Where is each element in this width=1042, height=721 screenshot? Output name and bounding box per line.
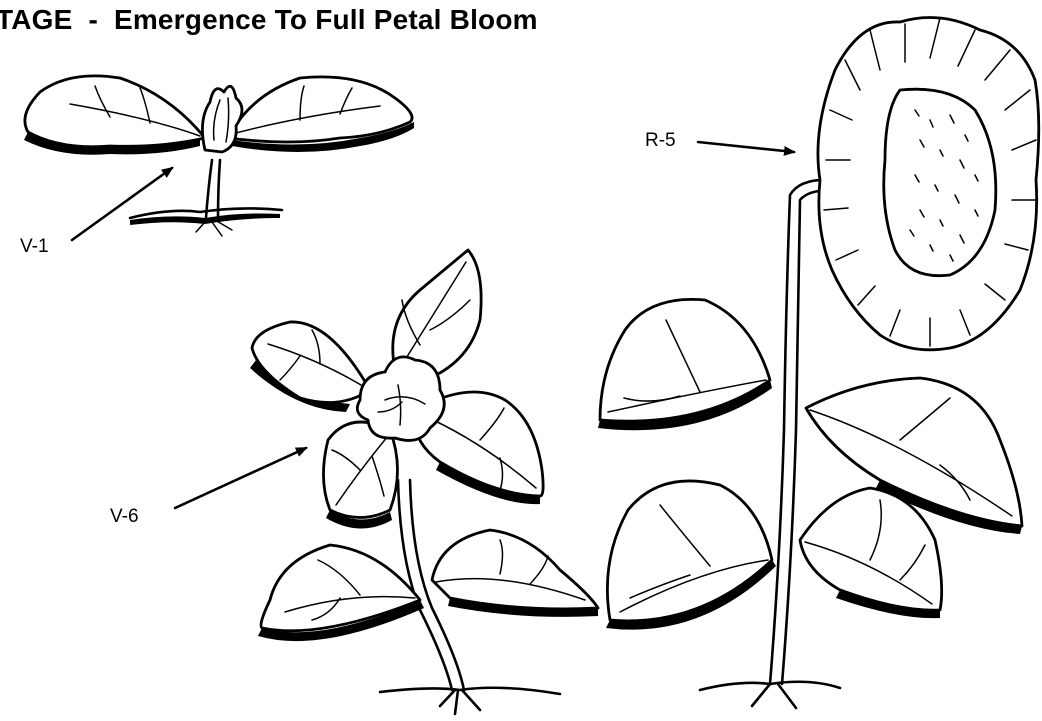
v1-left-cotyledon <box>25 76 205 147</box>
r5-roots <box>700 682 840 708</box>
label-r5: R-5 <box>645 130 676 152</box>
r5-flower-disc <box>884 89 996 276</box>
r5-flower-head <box>818 18 1039 350</box>
label-v1: V-1 <box>20 236 49 258</box>
v6-plant <box>250 250 598 714</box>
r5-plant <box>598 18 1039 709</box>
r5-lower-left-leaf <box>607 481 772 621</box>
v1-seedling <box>24 76 414 236</box>
v6-upper-left-leaf <box>252 322 370 403</box>
v6-lower-right-leaf <box>432 530 598 609</box>
v1-right-cotyledon <box>228 77 412 142</box>
v1-arrow <box>72 168 172 240</box>
label-v6: V-6 <box>110 506 139 528</box>
v6-arrow <box>175 448 306 508</box>
r5-arrow <box>698 142 794 152</box>
v6-roots <box>380 688 560 714</box>
